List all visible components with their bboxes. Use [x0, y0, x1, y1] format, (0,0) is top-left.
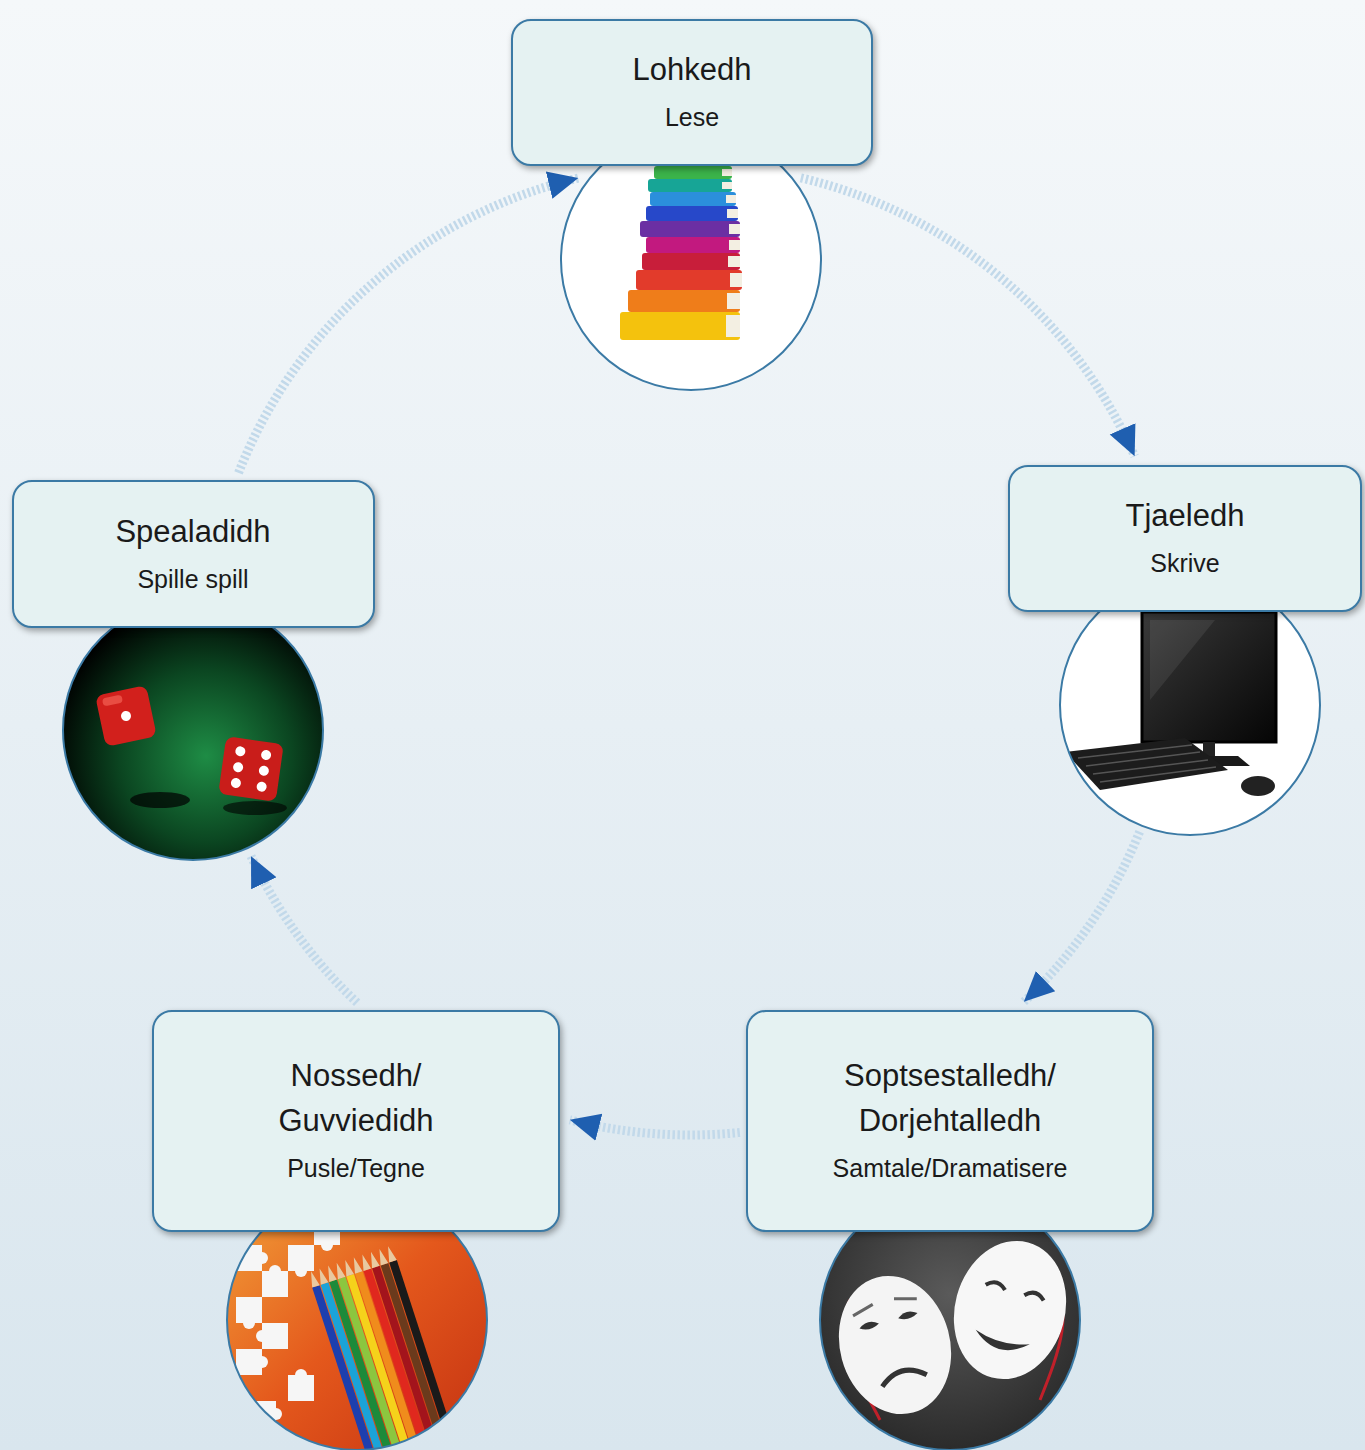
dice-picture [95, 685, 157, 747]
books-picture [636, 270, 742, 290]
activity-translation: Spille spill [137, 561, 248, 599]
books-picture [561, 130, 821, 390]
dice-picture [230, 777, 241, 788]
dice-picture [260, 749, 271, 760]
dice-picture [102, 694, 123, 706]
books-picture [642, 253, 740, 270]
activity-box: Nossedh/ GuvviedidhPusle/Tegne [152, 1010, 560, 1232]
theatre-masks-picture [824, 1228, 1081, 1427]
cycle-arrow [1024, 832, 1140, 1002]
dice-picture [63, 600, 323, 860]
theatre-masks-picture [939, 1228, 1081, 1392]
dice-picture [130, 792, 190, 808]
dice-picture [258, 765, 269, 776]
activity-translation: Samtale/Dramatisere [833, 1150, 1068, 1188]
puzzle-pencils-picture [256, 1356, 268, 1368]
theatre-masks-picture [1024, 1290, 1045, 1300]
activity-box: SpealadidhSpille spill [12, 480, 375, 628]
dice-picture [232, 762, 243, 773]
books-picture [726, 315, 740, 337]
books-picture [561, 130, 821, 390]
activity-title: Spealadidh [115, 510, 270, 555]
theatre-masks-picture [986, 1280, 1007, 1290]
puzzle-pencils-picture [307, 1245, 397, 1288]
dice-picture [218, 736, 284, 802]
books-picture [727, 293, 740, 309]
cycle-arrow [251, 856, 357, 1003]
books-picture [620, 312, 740, 340]
books-picture [722, 182, 732, 189]
theatre-masks-picture [851, 1293, 916, 1316]
books-picture [727, 209, 738, 218]
activity-translation: Lese [665, 99, 719, 137]
books-picture [729, 240, 740, 250]
books-picture [646, 237, 740, 253]
theatre-masks-picture [880, 1365, 927, 1387]
puzzle-pencils-picture [381, 1263, 450, 1450]
activity-title: Tjaeledh [1126, 494, 1245, 539]
theatre-masks-picture [972, 1330, 1029, 1357]
computer-picture [1142, 612, 1276, 742]
dice-picture [235, 746, 246, 757]
theatre-masks-picture [859, 1320, 880, 1332]
books-picture [650, 192, 736, 206]
activity-translation: Skrive [1150, 545, 1219, 583]
activity-title: Soptsestalledh/ Dorjehtalledh [785, 1054, 1115, 1144]
dice-picture [218, 736, 284, 802]
computer-picture [1065, 612, 1276, 796]
books-picture [722, 169, 732, 176]
puzzle-pencils-picture [256, 1330, 268, 1342]
theatre-masks-picture [824, 1263, 966, 1427]
activity-box: TjaeledhSkrive [1008, 465, 1362, 612]
computer-picture [1065, 738, 1228, 790]
puzzle-pencils-picture [389, 1260, 458, 1450]
cycle-arrow [801, 178, 1135, 456]
computer-picture [1060, 575, 1320, 835]
computer-picture [1060, 575, 1320, 835]
puzzle-pencils-picture [295, 1265, 307, 1277]
dice-picture [120, 710, 132, 722]
theatre-masks-picture [824, 1263, 966, 1427]
dice-picture [223, 801, 287, 815]
activity-title: Nossedh/ Guvviedidh [236, 1054, 476, 1144]
dice-picture [63, 600, 323, 860]
books-picture [646, 206, 738, 221]
dice-picture [95, 685, 287, 815]
cycle-arrow [570, 1120, 740, 1135]
books-picture [654, 166, 732, 179]
dice-picture [63, 600, 323, 860]
computer-picture [1078, 745, 1216, 782]
activity-box: Soptsestalledh/ DorjehtalledhSamtale/Dra… [746, 1010, 1154, 1232]
computer-picture [1060, 575, 1320, 835]
books-picture [729, 224, 740, 234]
theatre-masks-picture [897, 1309, 918, 1321]
puzzle-pencils-picture [256, 1252, 268, 1264]
books-picture [561, 130, 821, 390]
books-picture [730, 273, 742, 287]
cycle-arrow [239, 178, 579, 473]
computer-picture [1150, 620, 1215, 700]
books-picture [726, 195, 736, 203]
activity-translation: Pusle/Tegne [287, 1150, 425, 1188]
books-picture [620, 166, 742, 340]
books-picture [728, 256, 740, 267]
dice-picture [95, 685, 157, 747]
dice-picture [256, 781, 267, 792]
theatre-masks-picture [939, 1228, 1081, 1392]
computer-picture [1241, 776, 1275, 796]
activity-box: LohkedhLese [511, 19, 873, 166]
activity-title: Lohkedh [633, 48, 752, 93]
puzzle-pencils-picture [321, 1239, 333, 1251]
books-picture [648, 179, 732, 192]
books-picture [628, 290, 740, 312]
puzzle-pencils-picture [243, 1317, 255, 1329]
puzzle-pencils-picture [307, 1245, 458, 1450]
puzzle-pencils-picture [295, 1369, 307, 1381]
books-picture [640, 221, 740, 237]
puzzle-pencils-picture [269, 1265, 281, 1277]
